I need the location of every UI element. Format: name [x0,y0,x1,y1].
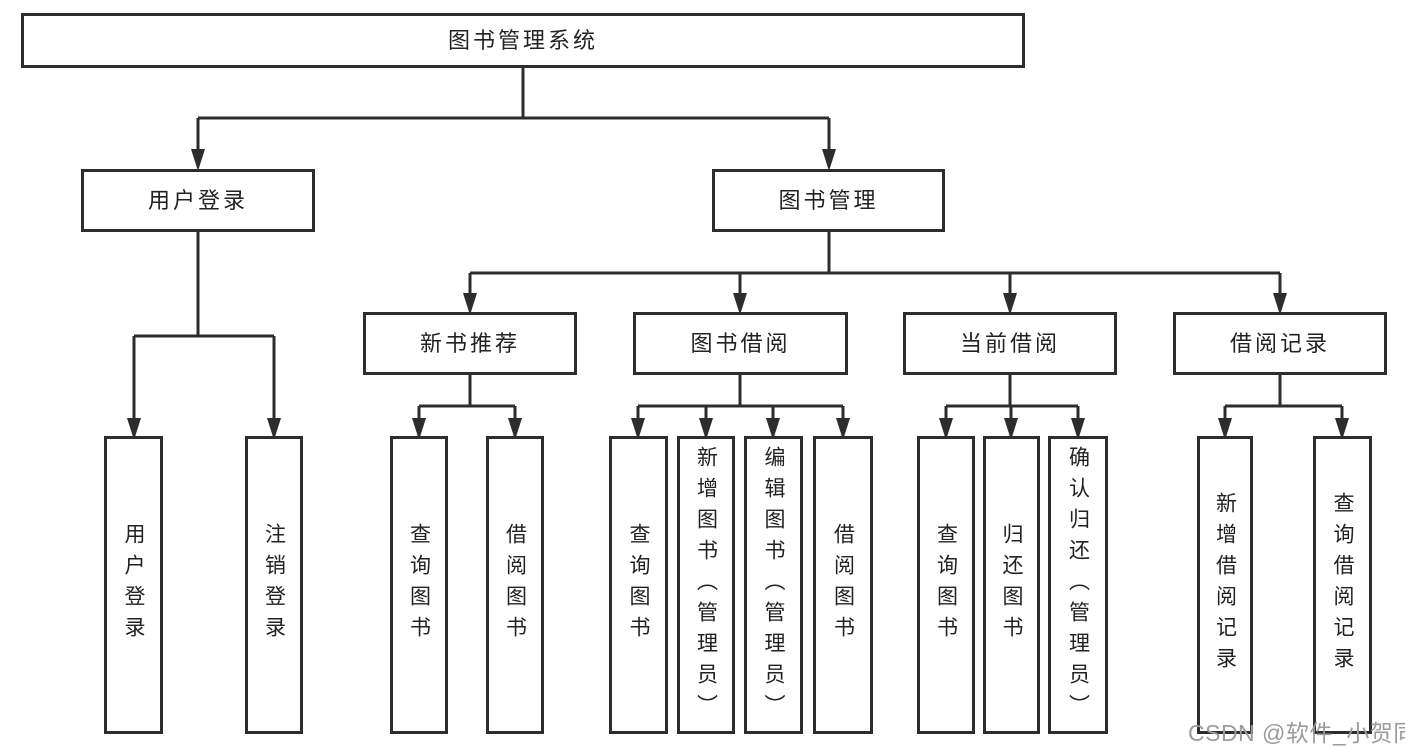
leaf-current-confirm-return-admin-label: 确认归还（管理员） [1066,445,1090,725]
leaf-borrow-add-books-admin: 新增图书（管理员） [677,436,735,734]
arrowhead-icon [1273,293,1287,315]
arrowhead-icon [463,293,477,315]
leaf-current-query-books: 查询图书 [917,436,975,734]
node-root-label: 图书管理系统 [447,27,598,53]
leaf-newbook-query-books-label: 查询图书 [407,523,431,647]
leaf-borrow-borrow-books: 借阅图书 [813,436,873,734]
connector-book-mgmt-to-level3 [468,232,1282,295]
arrowhead-icon [412,418,426,440]
leaf-records-add-borrow-record: 新增借阅记录 [1197,436,1253,734]
arrowhead-icon [1218,418,1232,440]
leaf-user-login: 用户登录 [104,436,163,734]
connector-current-borrow-to-leaves [944,375,1080,420]
arrowhead-icon [766,418,780,440]
node-book-management: 图书管理 [712,169,945,232]
leaf-current-query-books-label: 查询图书 [934,523,958,647]
arrowhead-icon [508,418,522,440]
csdn-watermark: CSDN @软件_小贺同学 [1188,720,1405,746]
leaf-borrow-borrow-books-label: 借阅图书 [831,523,855,647]
node-current-borrow-label: 当前借阅 [959,330,1060,356]
leaf-logout: 注销登录 [245,436,303,734]
node-user-login: 用户登录 [81,169,315,232]
node-borrow-records-label: 借阅记录 [1229,330,1330,356]
leaf-current-return-books: 归还图书 [983,436,1040,734]
arrowhead-icon [822,149,836,171]
arrowhead-icon [733,293,747,315]
node-book-borrow: 图书借阅 [633,312,848,375]
arrowhead-icon [267,418,281,440]
arrowhead-icon [1004,418,1018,440]
leaf-logout-label: 注销登录 [262,523,286,647]
arrowhead-icon [836,418,850,440]
leaf-current-confirm-return-admin: 确认归还（管理员） [1048,436,1108,734]
node-new-book-recommend: 新书推荐 [363,312,577,375]
connector-root-to-level2 [196,67,831,151]
node-borrow-records: 借阅记录 [1173,312,1387,375]
node-current-borrow: 当前借阅 [903,312,1117,375]
leaf-current-return-books-label: 归还图书 [1000,523,1023,647]
connector-new-book-to-leaves [417,375,517,420]
node-book-management-label: 图书管理 [778,187,879,213]
leaf-newbook-borrow-books: 借阅图书 [486,436,544,734]
leaf-borrow-query-books: 查询图书 [609,436,668,734]
leaf-newbook-borrow-books-label: 借阅图书 [503,523,527,647]
arrowhead-icon [631,418,645,440]
leaf-borrow-edit-books-admin-label: 编辑图书（管理员） [762,445,785,725]
node-user-login-label: 用户登录 [147,187,248,213]
connector-book-borrow-to-leaves [636,375,845,420]
node-book-borrow-label: 图书借阅 [690,330,791,356]
leaf-borrow-query-books-label: 查询图书 [627,523,650,647]
arrowhead-icon [1335,418,1349,440]
leaf-newbook-query-books: 查询图书 [390,436,448,734]
arrowhead-icon [127,418,141,440]
leaf-borrow-add-books-admin-label: 新增图书（管理员） [694,445,718,725]
node-root: 图书管理系统 [21,13,1025,68]
leaf-records-query-borrow-record: 查询借阅记录 [1313,436,1372,734]
arrowhead-icon [191,149,205,171]
leaf-borrow-edit-books-admin: 编辑图书（管理员） [744,436,803,734]
arrowhead-icon [1003,293,1017,315]
arrowhead-icon [699,418,713,440]
arrowheads [127,149,1349,440]
node-new-book-recommend-label: 新书推荐 [419,330,520,356]
connector-borrow-records-to-leaves [1223,375,1344,420]
arrowhead-icon [1071,418,1085,440]
connector-user-login-to-leaves [132,232,276,420]
leaf-records-add-borrow-record-label: 新增借阅记录 [1213,492,1237,678]
leaf-records-query-borrow-record-label: 查询借阅记录 [1331,492,1354,678]
leaf-user-login-label: 用户登录 [122,523,145,647]
arrowhead-icon [939,418,953,440]
